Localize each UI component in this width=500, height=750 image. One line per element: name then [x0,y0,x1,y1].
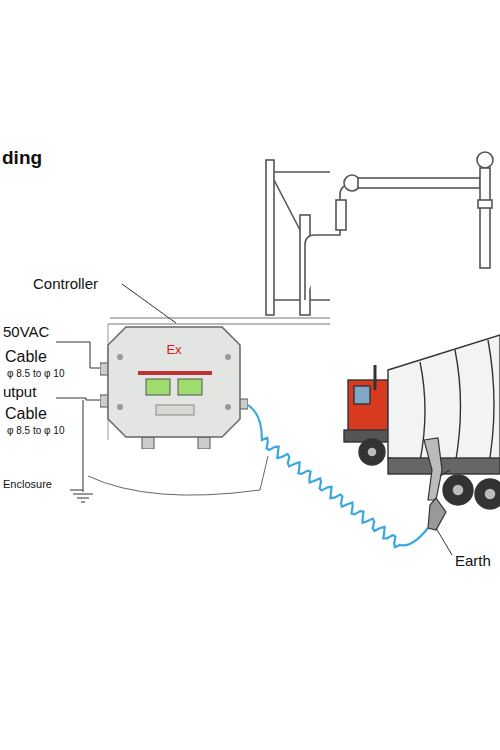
tank-truck [344,335,500,509]
voltage-label: 50VAC [2,324,50,341]
loading-arm [266,152,493,315]
controller-box: Ex [100,325,248,449]
dimension-label: φ 8.5 to φ 10 [6,425,65,436]
part-label: Earth [454,553,492,570]
dimension-label: φ 8.5 to φ 10 [6,368,65,379]
cable-label: Cable [4,405,48,423]
part-label: Enclosure [2,478,53,490]
cable-label: Cable [4,348,48,366]
diagram-title: ding [2,148,42,169]
earth-clamp [424,438,450,530]
part-label: Controller [32,276,99,293]
output-label: utput [2,384,37,401]
ex-mark: Ex [166,343,181,357]
